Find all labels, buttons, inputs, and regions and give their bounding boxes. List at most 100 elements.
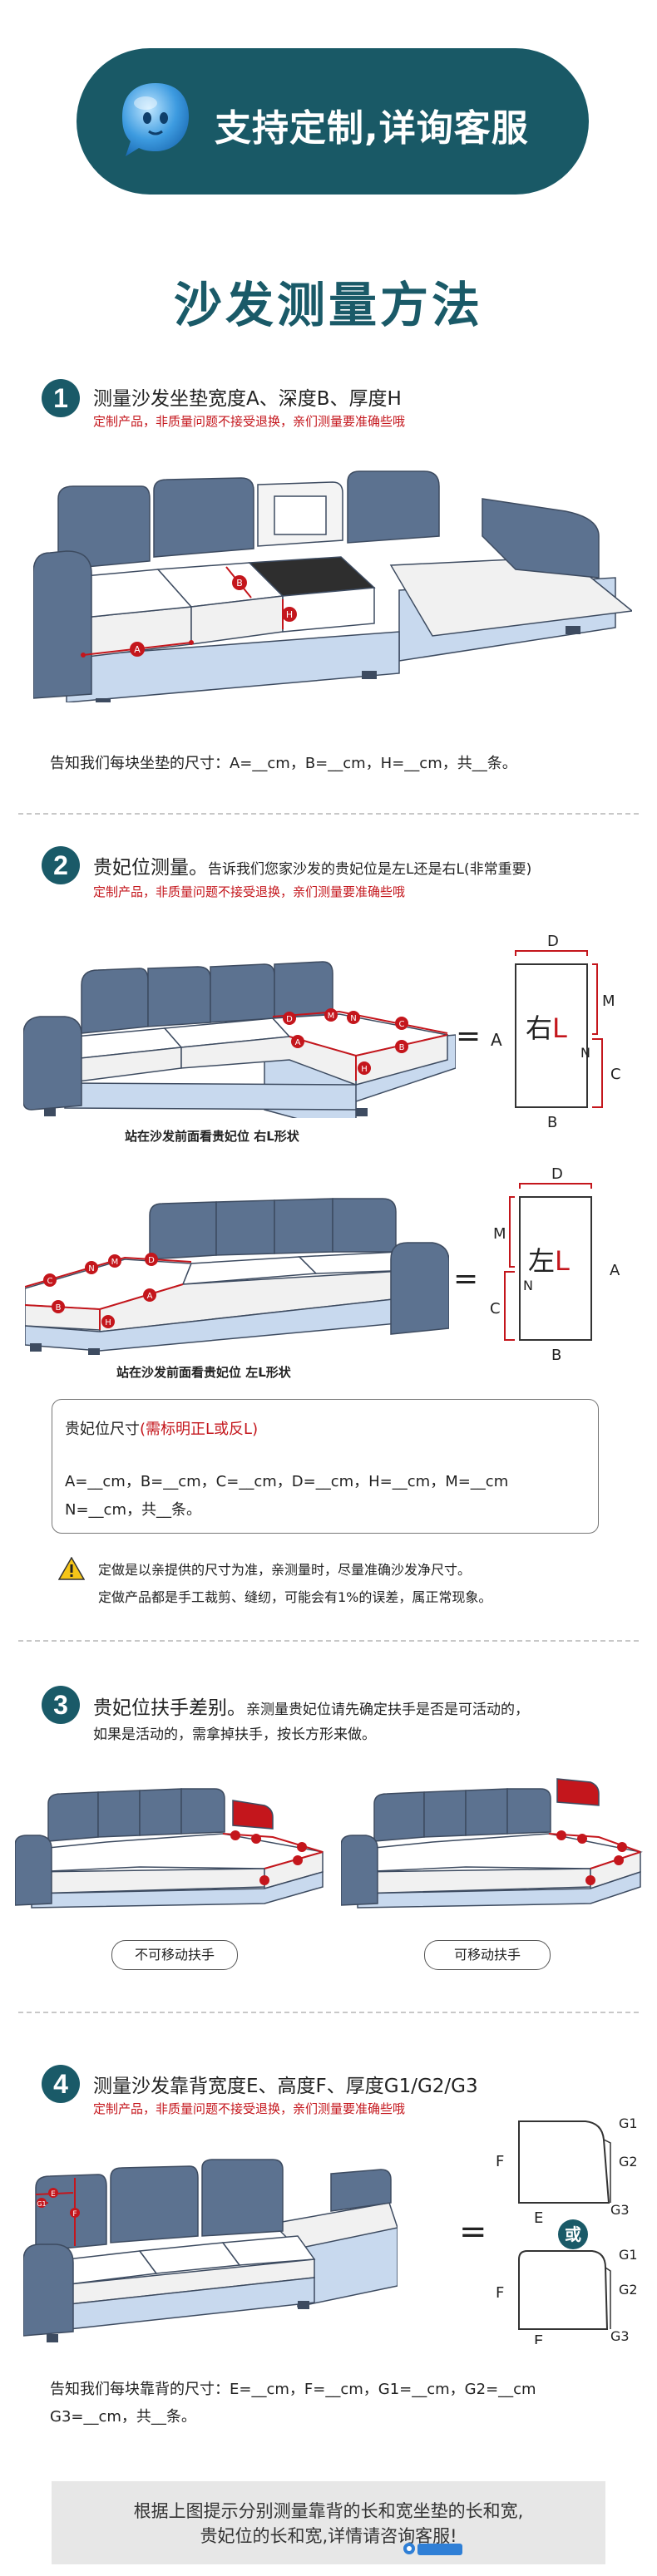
divider — [18, 813, 639, 815]
label-b: B — [399, 1043, 405, 1052]
label-g: G1 — [37, 2200, 46, 2208]
label-a: A — [134, 644, 141, 655]
label-d: D — [551, 1165, 563, 1183]
left-l-diagram: = 左L D M N C A B — [453, 1165, 620, 1363]
divider — [18, 2012, 639, 2013]
label-c: C — [610, 1066, 621, 1083]
page-title: 沙发测量方法 — [173, 277, 483, 333]
step-title-note-2: 如果是活动的，需拿掉扶手，按长方形来做。 — [93, 1726, 376, 1743]
warning-icon — [58, 1557, 85, 1580]
step-title-main: 贵妃位扶手差别。 — [93, 1697, 246, 1719]
label-g2: G2 — [619, 2154, 638, 2170]
step-title: 贵妃位测量。告诉我们您家沙发的贵妃位是左L还是右L(非常重要) — [93, 851, 531, 879]
right-l-sofa-illustration: D M N C A B H — [23, 961, 456, 1118]
label-c: C — [47, 1277, 53, 1286]
label-e: E — [51, 2190, 56, 2199]
right-l-diagram: = A 右L D M N C B — [456, 933, 621, 1130]
step-number: 2 — [42, 846, 80, 884]
left-l-sofa-illustration: C N M D B A H — [25, 1198, 449, 1355]
step-note: 定制产品，非质量问题不接受退换，亲们测量要准确些哦 — [93, 884, 406, 899]
label-m: M — [493, 1225, 506, 1243]
label-m: M — [602, 992, 615, 1010]
label-e: E — [534, 2332, 543, 2344]
fixed-arm-sofa-illustration — [15, 1788, 324, 1909]
label-h: H — [286, 609, 293, 620]
label-g1: G1 — [619, 2115, 638, 2131]
caption-left-l: 站在沙发前面看贵妃位 左L形状 — [116, 1365, 291, 1380]
box-line-2: N=__cm，共__条。 — [65, 1501, 201, 1519]
label-h: H — [361, 1065, 368, 1074]
divider — [18, 1640, 639, 1642]
sofa-seat-illustration: A B H — [33, 470, 632, 702]
label-g1: G1 — [619, 2247, 638, 2263]
back-instruction-2: G3=__cm，共__条。 — [50, 2408, 196, 2426]
fixed-armrest-label: 不可移动扶手 — [111, 1940, 238, 1970]
box-title-red: (需标明正L或反L) — [140, 1421, 259, 1438]
footer-text: 根据上图提示分别测量靠背的长和宽坐垫的长和宽, 贵妃位的长和宽,详情请咨询客服! — [52, 2499, 605, 2549]
chaise-size-box — [52, 1399, 599, 1534]
caption-right-l: 站在沙发前面看贵妃位 右L形状 — [125, 1129, 299, 1144]
back-instruction-1: 告知我们每块靠背的尺寸：E=__cm，F=__cm，G1=__cm，G2=__c… — [50, 2381, 536, 2398]
label-g2: G2 — [619, 2282, 638, 2298]
label-b: B — [236, 578, 243, 589]
left-label: 左L — [528, 1245, 570, 1277]
step-number: 3 — [42, 1686, 80, 1724]
label-m: M — [328, 1012, 335, 1021]
box-title: 贵妃位尺寸(需标明正L或反L) — [65, 1417, 258, 1439]
watermark-logo-icon — [403, 2543, 415, 2554]
step-number: 1 — [42, 379, 80, 417]
label-m: M — [111, 1258, 119, 1267]
label-n: N — [88, 1264, 94, 1273]
tip-line-1: 定做是以亲提供的尺寸为准，亲测量时，尽量准确沙发净尺寸。 — [98, 1562, 472, 1578]
or-badge: 或 — [565, 2224, 581, 2244]
step-note: 定制产品，非质量问题不接受退换，亲们测量要准确些哦 — [93, 2101, 406, 2116]
side-a: A — [610, 1262, 620, 1279]
label-b: B — [547, 1114, 557, 1130]
label-d: D — [547, 933, 559, 950]
movable-armrest-label: 可移动扶手 — [424, 1940, 551, 1970]
step-title-note: 告诉我们您家沙发的贵妃位是左L还是右L(非常重要) — [208, 861, 532, 878]
right-label: 右L — [526, 1012, 567, 1044]
step-number: 4 — [42, 2065, 80, 2103]
label-h: H — [105, 1318, 111, 1327]
label-b: B — [551, 1347, 561, 1363]
box-title-main: 贵妃位尺寸 — [65, 1421, 140, 1438]
label-c: C — [399, 1020, 405, 1029]
label-c: C — [490, 1300, 501, 1318]
footer-line-1: 根据上图提示分别测量靠背的长和宽坐垫的长和宽, — [133, 2501, 524, 2521]
seat-instruction: 告知我们每块坐垫的尺寸：A=__cm，B=__cm，H=__cm，共__条。 — [50, 755, 517, 772]
sofa-back-illustration: E F G1 — [23, 2159, 398, 2342]
equals-sign: = — [456, 1019, 481, 1053]
label-b: B — [56, 1303, 62, 1313]
tip-line-2: 定做产品都是手工裁剪、缝纫，可能会有1%的误差，属正常现象。 — [98, 1589, 492, 1605]
label-f: F — [72, 2210, 77, 2219]
banner-text: 支持定制,详询客服 — [215, 107, 529, 150]
step-title: 贵妃位扶手差别。亲测量贵妃位请先确定扶手是否是可活动的， — [93, 1692, 529, 1720]
label-f: F — [496, 2153, 504, 2170]
label-f: F — [496, 2284, 504, 2302]
label-d: D — [148, 1256, 155, 1265]
back-cushion-diagram: F E G1 G2 G3 或 F E G1 G2 G3 — [496, 2115, 638, 2344]
equals-sign: = — [453, 1262, 478, 1296]
label-g3: G3 — [610, 2328, 630, 2344]
label-a: A — [147, 1292, 153, 1301]
footer-line-2: 贵妃位的长和宽,详情请咨询客服! — [200, 2526, 457, 2546]
label-n: N — [523, 1278, 533, 1293]
step-title-main: 贵妃位测量。 — [93, 857, 208, 879]
label-e: E — [534, 2209, 543, 2227]
step-title-note: 亲测量贵妃位请先确定扶手是否是可活动的， — [246, 1702, 529, 1718]
label-n: N — [350, 1014, 356, 1023]
equals-sign: = — [459, 2213, 487, 2251]
step-title: 测量沙发坐垫宽度A、深度B、厚度H — [93, 388, 402, 410]
label-n: N — [580, 1045, 590, 1061]
footer-panel — [52, 2481, 605, 2564]
label-d: D — [286, 1015, 293, 1024]
box-line-1: A=__cm，B=__cm，C=__cm，D=__cm，H=__cm，M=__c… — [65, 1473, 509, 1490]
label-a: A — [295, 1038, 301, 1047]
movable-arm-sofa-illustration — [341, 1778, 643, 1909]
step-title: 测量沙发靠背宽度E、高度F、厚度G1/G2/G3 — [93, 2076, 478, 2097]
side-a: A — [491, 1030, 502, 1050]
watermark-badge — [417, 2544, 462, 2555]
label-g3: G3 — [610, 2202, 630, 2218]
chat-bubble-icon — [122, 83, 189, 156]
